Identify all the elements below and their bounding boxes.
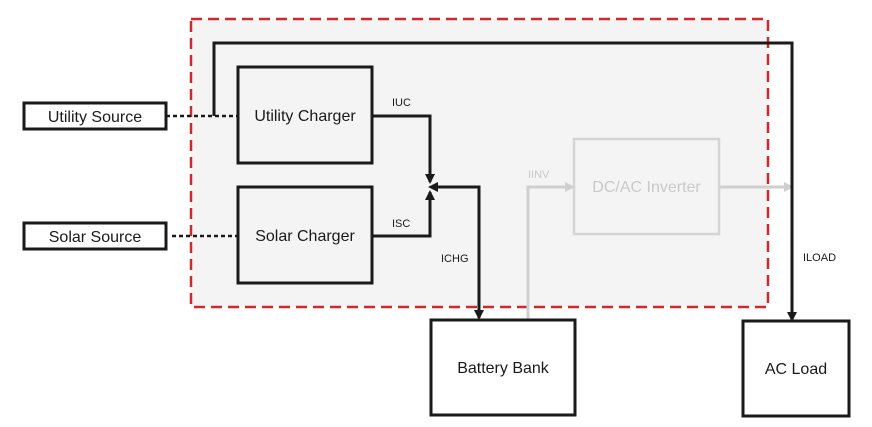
battery-bank-box <box>429 318 577 417</box>
solar-source-box <box>22 221 168 251</box>
utility-charger-label: Utility Charger <box>254 108 356 125</box>
inverter-box <box>572 137 721 236</box>
utility-source-box <box>22 101 168 131</box>
solar-charger-box <box>236 185 374 285</box>
battery-bank-label: Battery Bank <box>457 360 550 377</box>
load-bus-line <box>212 41 797 322</box>
solar-charger-label: Solar Charger <box>255 228 355 245</box>
current-iuc-label: IUC <box>392 97 411 109</box>
solar-source-label: Solar Source <box>49 229 142 246</box>
ichg-line <box>428 182 484 320</box>
ac-load-box <box>741 319 851 418</box>
current-iload-label: ILOAD <box>803 252 836 264</box>
current-ichg-label: ICHG <box>441 253 469 265</box>
iuc-line <box>372 114 435 184</box>
utility-source-label: Utility Source <box>48 109 142 126</box>
ac-load-label: AC Load <box>765 361 827 378</box>
current-iinv-label: IINV <box>528 169 550 181</box>
utility-charger-box <box>236 65 374 165</box>
inverter-path <box>526 182 794 320</box>
current-isc-label: ISC <box>392 218 410 230</box>
inverter-label: DC/AC Inverter <box>592 179 701 196</box>
